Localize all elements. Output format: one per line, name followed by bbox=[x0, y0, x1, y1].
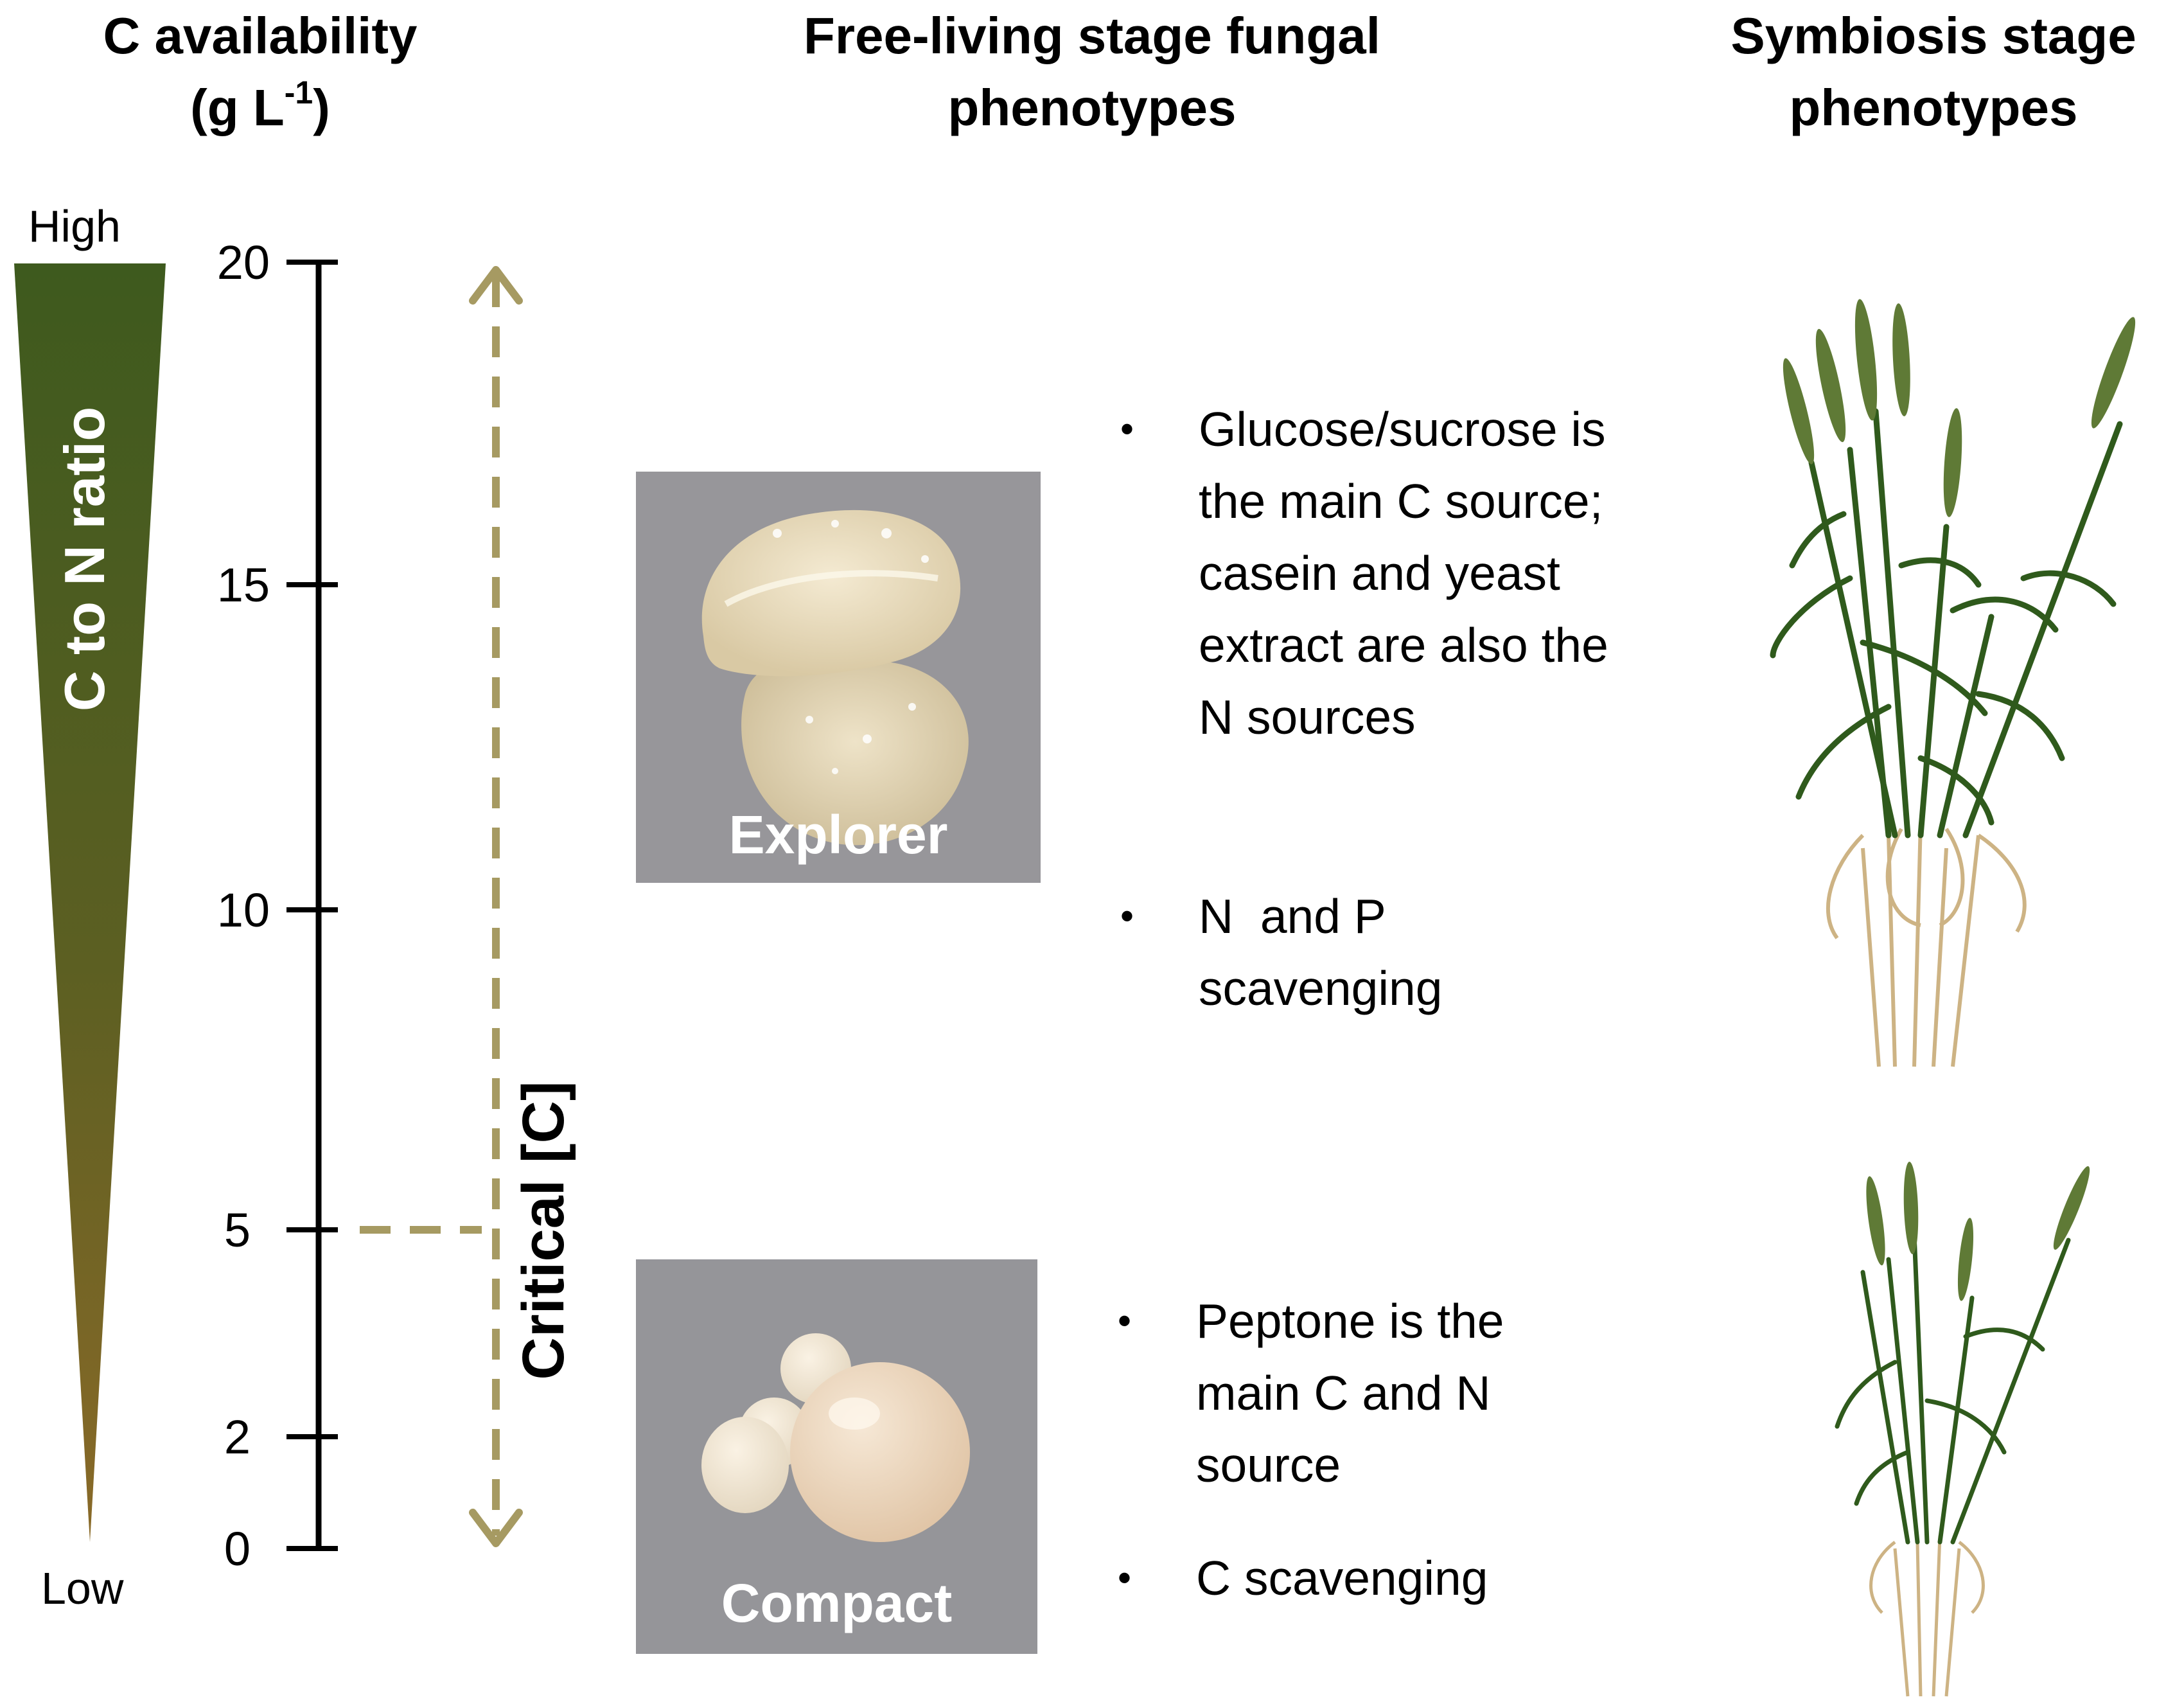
ratio-high-label: High bbox=[28, 201, 121, 251]
bullet-dot: • bbox=[1120, 407, 1134, 450]
c-to-n-ratio-label: C to N ratio bbox=[53, 406, 116, 712]
bullet-dot: • bbox=[1118, 1556, 1132, 1599]
explorer-colony-photo bbox=[636, 472, 1041, 883]
bullet-dot: • bbox=[1118, 1299, 1132, 1342]
c-availability-title: C availability bbox=[103, 7, 418, 64]
symbiosis-header: Symbiosis stage phenotypes bbox=[1683, 0, 2184, 144]
tick-label-10: 10 bbox=[216, 883, 270, 937]
symbiosis-title-line2: phenotypes bbox=[1789, 79, 2078, 136]
critical-c-label: Critical [C] bbox=[511, 1081, 576, 1380]
axis-ticks bbox=[286, 260, 338, 1551]
compact-bullet-1: • Peptone is the main C and N source bbox=[1118, 1285, 1556, 1501]
wheat-plant-small-illustration bbox=[1835, 1162, 2090, 1697]
explorer-bullet-1: • Glucose/sucrose is the main C source; … bbox=[1120, 393, 1610, 753]
tick-label-15: 15 bbox=[216, 558, 270, 612]
compact-bullet-2: • C scavenging bbox=[1118, 1542, 1581, 1614]
bullet-dot: • bbox=[1120, 894, 1134, 937]
compact-photo-frame: Compact bbox=[636, 1259, 1037, 1654]
tick-label-0: 0 bbox=[224, 1522, 251, 1575]
critical-arrowhead-down bbox=[469, 1509, 523, 1547]
compact-label: Compact bbox=[721, 1573, 953, 1633]
explorer-photo-frame: Explorer bbox=[636, 472, 1041, 883]
symbiosis-title-line1: Symbiosis stage bbox=[1730, 7, 2136, 64]
compact-colony-photo bbox=[636, 1259, 1037, 1654]
c-to-n-ratio-wedge bbox=[14, 263, 166, 1542]
compact-bullet-1-text: Peptone is the main C and N source bbox=[1196, 1294, 1504, 1492]
free-living-header: Free-living stage fungal phenotypes bbox=[707, 0, 1477, 144]
compact-bullet-2-text: C scavenging bbox=[1196, 1551, 1488, 1605]
c-availability-header: C availability (g L-1) bbox=[84, 0, 437, 144]
free-living-title-line1: Free-living stage fungal bbox=[804, 7, 1380, 64]
c-availability-unit: (g L-1) bbox=[190, 75, 330, 136]
explorer-label: Explorer bbox=[728, 804, 948, 865]
wheat-plant-large-illustration bbox=[1770, 299, 2136, 1067]
tick-label-5: 5 bbox=[224, 1203, 251, 1257]
ratio-low-label: Low bbox=[41, 1563, 124, 1613]
tick-label-20: 20 bbox=[216, 236, 270, 289]
explorer-bullet-1-text: Glucose/sucrose is the main C source; ca… bbox=[1199, 402, 1608, 744]
explorer-bullet-2-text: N and P scavenging bbox=[1199, 889, 1443, 1015]
critical-arrowhead-up bbox=[469, 266, 523, 305]
tick-label-2: 2 bbox=[224, 1410, 251, 1464]
explorer-bullet-2: • N and P scavenging bbox=[1120, 880, 1610, 1024]
free-living-title-line2: phenotypes bbox=[947, 79, 1237, 136]
